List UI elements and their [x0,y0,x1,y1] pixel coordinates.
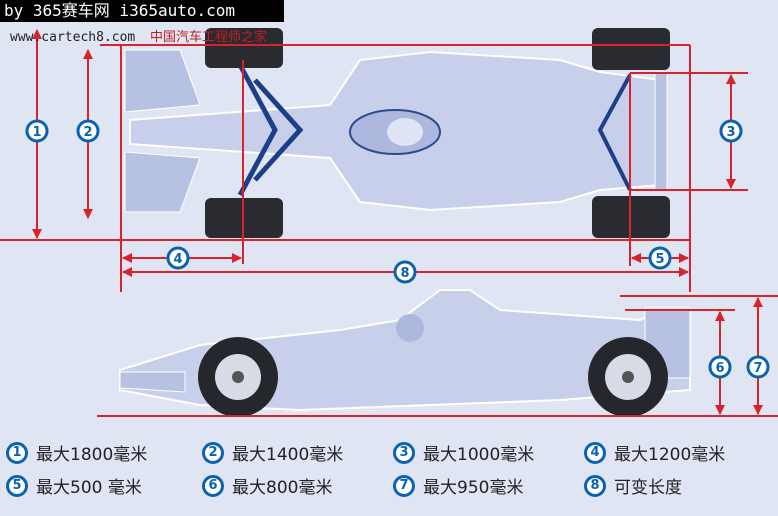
marker-6: 6 [708,355,732,379]
marker-2-label: 2 [83,125,92,140]
legend-text: 最大1800毫米 [36,445,148,465]
legend-item-6: 6 最大800毫米 [202,473,332,498]
marker-8: 8 [393,260,417,284]
marker-8-label: 8 [400,266,409,281]
marker-2: 2 [76,119,100,143]
legend-item-1: 1 最大1800毫米 [6,440,147,465]
legend-text: 最大1400毫米 [232,445,344,465]
legend-number-badge: 7 [393,474,415,497]
dimension-markers: 1 2 3 4 5 6 7 8 [25,119,770,379]
marker-5: 5 [648,246,672,270]
url-watermark: www.cartech8.com [10,30,136,45]
legend-item-2: 2 最大1400毫米 [202,440,343,465]
legend-text: 最大500 毫米 [36,478,142,498]
legend-item-3: 3 最大1000毫米 [393,440,534,465]
legend-number-badge: 8 [584,474,606,497]
legend-number-badge: 2 [202,441,224,464]
legend-text: 可变长度 [614,478,682,498]
marker-5-label: 5 [655,252,664,267]
marker-1: 1 [25,119,49,143]
legend-text: 最大1000毫米 [423,445,535,465]
legend-number-badge: 1 [6,441,28,464]
legend-text: 最大1200毫米 [614,445,726,465]
marker-4-label: 4 [173,252,182,267]
legend-number-badge: 5 [6,474,28,497]
legend-item-7: 7 最大950毫米 [393,473,523,498]
front-left-tire [205,28,283,68]
legend-item-8: 8 可变长度 [584,473,682,498]
legend-text: 最大800毫米 [232,478,333,498]
marker-3-label: 3 [726,125,735,140]
marker-4: 4 [166,246,190,270]
legend-item-4: 4 最大1200毫米 [584,440,725,465]
legend-number-badge: 4 [584,441,606,464]
front-wheel [198,337,278,417]
rear-left-tire [592,28,670,70]
rear-wheel [588,337,668,417]
marker-7-label: 7 [753,361,762,376]
site-watermark: by 365赛车网 i365auto.com [0,0,284,22]
marker-3: 3 [719,119,743,143]
marker-1-label: 1 [32,125,41,140]
marker-7: 7 [746,355,770,379]
car-top-view [124,28,670,238]
overlay-watermark: 中国汽车工程师之家 [150,30,268,45]
legend-number-badge: 6 [202,474,224,497]
car-side-view [119,289,691,417]
legend-text: 最大950毫米 [423,478,524,498]
legend-number-badge: 3 [393,441,415,464]
marker-6-label: 6 [715,361,724,376]
legend-item-5: 5 最大500 毫米 [6,473,142,498]
